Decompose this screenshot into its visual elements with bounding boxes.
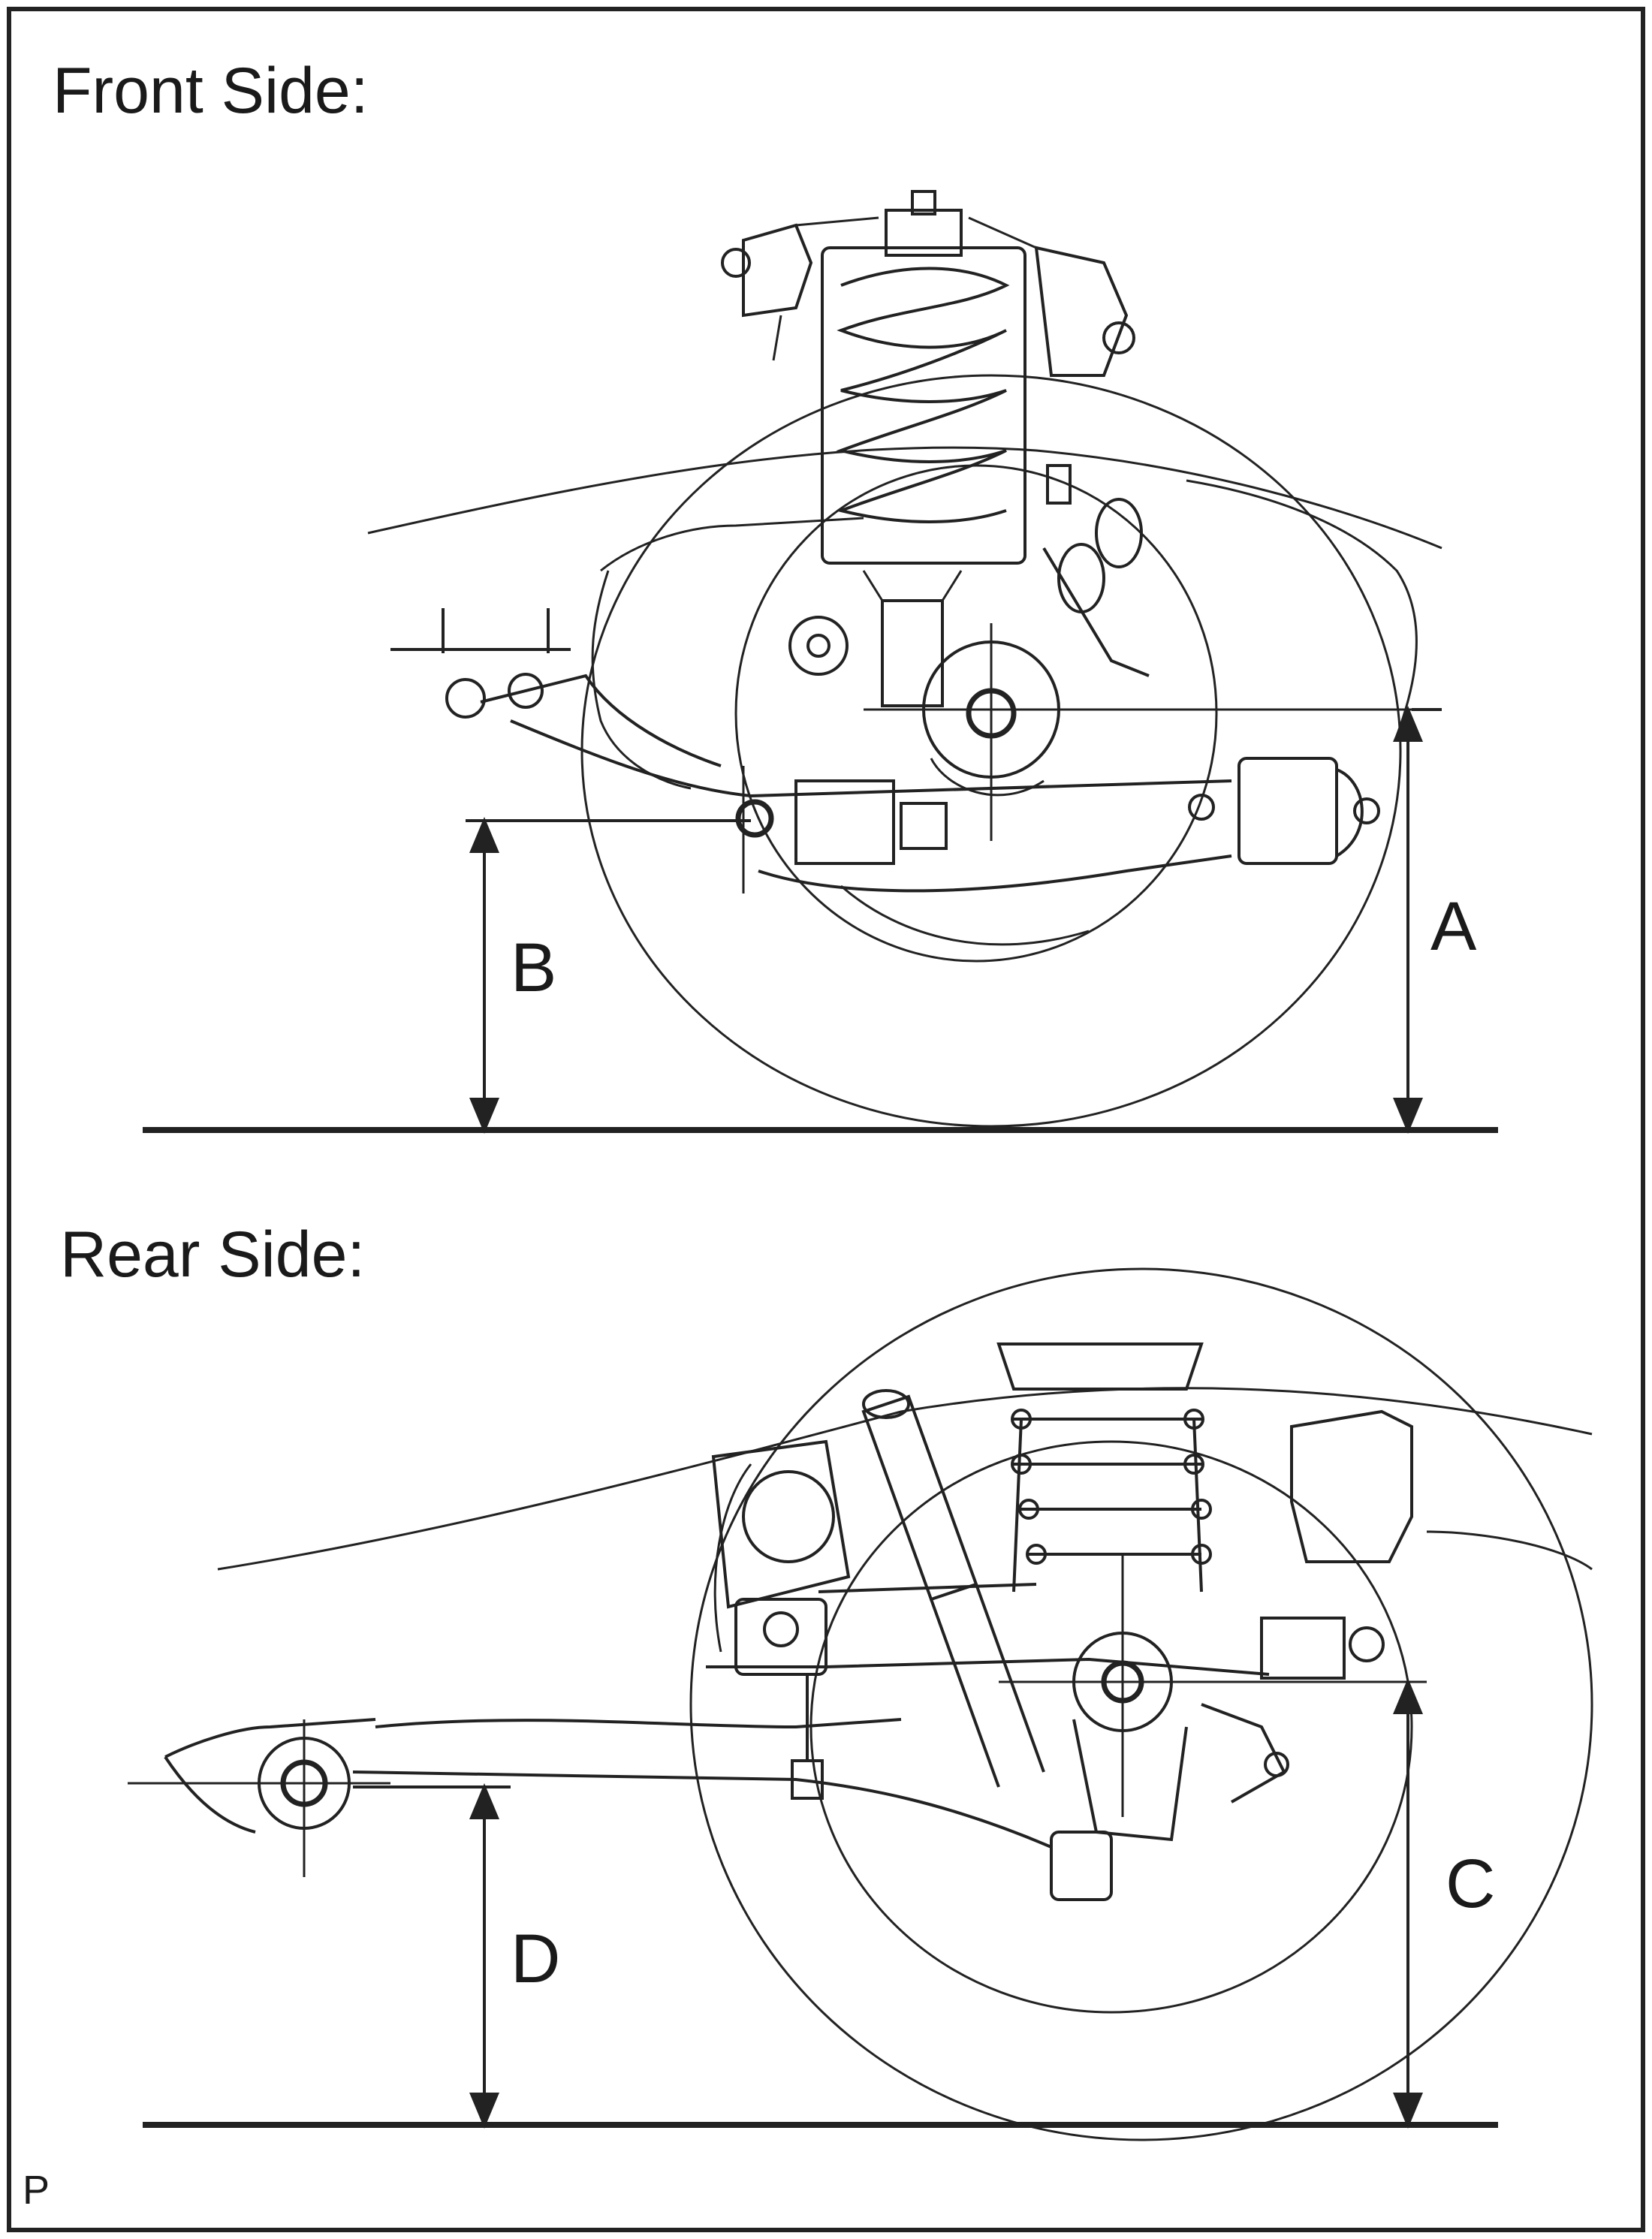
corner-mark: P — [23, 2168, 50, 2213]
front-steering-links — [1042, 464, 1150, 677]
front-body-contour — [367, 446, 1442, 550]
rear-body-contour — [217, 1387, 1593, 1571]
dimension-a: A — [1393, 706, 1477, 1134]
rear-shock-absorber — [861, 1389, 1045, 1788]
front-side-heading: Front Side: — [53, 55, 369, 127]
front-stabilizer-mount — [390, 608, 849, 797]
front-suspension-drawing — [367, 190, 1442, 1128]
rear-tire-outline — [689, 1267, 1593, 2141]
figure-border — [7, 7, 1645, 2232]
dimension-d: D — [353, 1783, 560, 2129]
rear-side-heading: Rear Side: — [60, 1219, 365, 1291]
rear-wheel-rim — [809, 1440, 1413, 2014]
front-upper-mounts — [721, 216, 1135, 377]
dimension-d-label: D — [511, 1921, 560, 1997]
front-wheel-rim — [734, 464, 1218, 963]
front-shock-strut — [862, 570, 963, 707]
dimension-c: C — [1393, 1678, 1495, 2129]
rear-suspension-drawing — [128, 1267, 1593, 2141]
rear-coil-spring — [996, 1342, 1212, 1593]
dimension-b-label: B — [511, 930, 556, 1006]
rear-trailing-arm — [164, 1674, 1052, 1849]
front-coil-spring — [821, 190, 1026, 565]
dimension-c-label: C — [1446, 1846, 1495, 1922]
dimension-b: B — [466, 817, 751, 1134]
dimension-a-label: A — [1430, 888, 1477, 965]
rear-upper-arm — [706, 1439, 1385, 1680]
front-lower-arm — [735, 757, 1380, 946]
